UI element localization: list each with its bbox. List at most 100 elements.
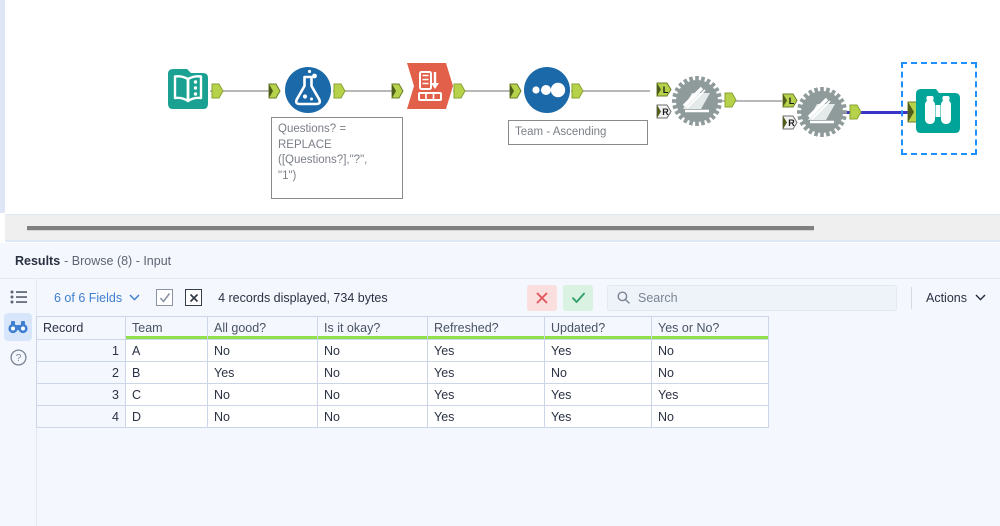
cell-record: 4 xyxy=(36,406,126,428)
wire-join1-to-join2[interactable] xyxy=(713,100,782,102)
tool-input-data[interactable] xyxy=(165,66,211,112)
tool-formula[interactable] xyxy=(284,66,332,114)
results-panel: Results - Browse (8) - Input xyxy=(0,243,1000,526)
port-join2-output[interactable] xyxy=(849,104,862,120)
svg-text:L: L xyxy=(663,85,669,95)
svg-text:R: R xyxy=(662,107,669,117)
search-input[interactable]: Search xyxy=(607,284,897,311)
table-row[interactable]: 4 D No No Yes Yes No xyxy=(36,406,769,428)
binoculars-icon xyxy=(8,321,28,334)
rail-button-browse[interactable] xyxy=(4,313,32,341)
column-header-is-it-okay[interactable]: Is it okay? xyxy=(318,316,428,340)
port-select-input[interactable] xyxy=(391,83,404,99)
column-header-team[interactable]: Team xyxy=(126,316,208,340)
actions-label: Actions xyxy=(926,290,967,305)
annotation-sort[interactable]: Team - Ascending xyxy=(508,120,648,145)
chevron-down-icon xyxy=(129,294,140,301)
rail-button-help[interactable]: ? xyxy=(4,343,32,371)
table-header-row: Record Team All good? Is it okay? Refres… xyxy=(36,316,769,340)
join-gear-icon xyxy=(797,87,847,137)
port-formula-input[interactable] xyxy=(268,83,281,99)
cell-all-good: No xyxy=(208,340,318,362)
port-input-data-output[interactable] xyxy=(211,83,224,99)
port-formula-output[interactable] xyxy=(333,83,346,99)
port-join1-input-right[interactable]: R xyxy=(656,104,672,119)
cell-yes-or-no: No xyxy=(652,340,769,362)
fields-selector[interactable]: 6 of 6 Fields xyxy=(54,291,140,305)
cell-refreshed: Yes xyxy=(428,384,545,406)
column-header-refreshed[interactable]: Refreshed? xyxy=(428,316,545,340)
select-icon xyxy=(407,63,453,109)
splitter-top-line xyxy=(5,214,1000,215)
cell-record: 2 xyxy=(36,362,126,384)
column-header-record[interactable]: Record xyxy=(36,316,126,340)
cell-updated: No xyxy=(545,362,652,384)
wire-input-to-formula[interactable] xyxy=(210,90,276,92)
actions-menu-button[interactable]: Actions xyxy=(926,291,986,305)
window-left-edge xyxy=(0,0,5,213)
tool-join-2[interactable] xyxy=(796,86,848,138)
cell-team: C xyxy=(126,384,208,406)
cell-refreshed: Yes xyxy=(428,406,545,428)
tool-select[interactable] xyxy=(404,60,456,112)
cell-yes-or-no: No xyxy=(652,362,769,384)
confirm-selection-button[interactable] xyxy=(563,284,593,311)
splitter-grip-handle[interactable] xyxy=(27,226,814,231)
workflow-canvas[interactable]: Questions? = REPLACE ([Questions?],"?", … xyxy=(5,0,1000,213)
deselect-all-fields-button[interactable] xyxy=(185,289,203,306)
binoculars-icon xyxy=(916,89,960,133)
annotation-formula[interactable]: Questions? = REPLACE ([Questions?],"?", … xyxy=(271,117,403,199)
cancel-selection-button[interactable] xyxy=(527,284,557,311)
port-select-output[interactable] xyxy=(453,83,466,99)
cell-all-good: Yes xyxy=(208,362,318,384)
results-grid-container[interactable]: Record Team All good? Is it okay? Refres… xyxy=(36,316,1000,526)
table-row[interactable]: 3 C No No Yes Yes Yes xyxy=(36,384,769,406)
results-subtitle: - Browse (8) - Input xyxy=(64,253,172,268)
port-join1-output[interactable] xyxy=(724,92,737,108)
cell-refreshed: Yes xyxy=(428,362,545,384)
rail-button-list[interactable] xyxy=(4,283,32,311)
port-join2-input-left[interactable]: L xyxy=(782,93,798,108)
cell-yes-or-no: Yes xyxy=(652,384,769,406)
results-title: Results xyxy=(15,253,61,268)
cell-all-good: No xyxy=(208,384,318,406)
wire-sort-to-join1[interactable] xyxy=(571,90,650,92)
port-join1-input-left[interactable]: L xyxy=(656,82,672,97)
tool-join-1[interactable] xyxy=(671,75,723,127)
cell-refreshed: Yes xyxy=(428,340,545,362)
wire-join2-to-browse[interactable] xyxy=(838,111,911,114)
port-join2-input-right[interactable]: R xyxy=(782,115,798,130)
list-icon xyxy=(10,290,27,304)
column-header-all-good[interactable]: All good? xyxy=(208,316,318,340)
wire-formula-to-select[interactable] xyxy=(333,90,400,92)
wire-select-to-sort[interactable] xyxy=(453,90,515,92)
record-count-label: 4 records displayed, 734 bytes xyxy=(218,290,388,305)
column-header-yes-or-no[interactable]: Yes or No? xyxy=(652,316,769,340)
table-row[interactable]: 2 B Yes No Yes No No xyxy=(36,362,769,384)
selection-marquee-browse xyxy=(901,62,977,155)
cell-is-it-okay: No xyxy=(318,406,428,428)
cell-team: A xyxy=(126,340,208,362)
tool-sort[interactable] xyxy=(523,66,571,114)
chevron-down-icon xyxy=(975,294,986,301)
cell-updated: Yes xyxy=(545,406,652,428)
port-sort-output[interactable] xyxy=(571,83,584,99)
panel-splitter[interactable] xyxy=(5,213,1000,242)
cell-is-it-okay: No xyxy=(318,340,428,362)
cell-team: B xyxy=(126,362,208,384)
cell-is-it-okay: No xyxy=(318,362,428,384)
svg-text:L: L xyxy=(789,96,795,106)
search-icon xyxy=(617,291,630,304)
column-header-updated[interactable]: Updated? xyxy=(545,316,652,340)
cell-yes-or-no: No xyxy=(652,406,769,428)
tool-browse[interactable] xyxy=(912,85,964,137)
toolbar-divider xyxy=(911,286,912,309)
table-row[interactable]: 1 A No No Yes Yes No xyxy=(36,340,769,362)
port-sort-input[interactable] xyxy=(509,83,522,99)
select-all-fields-button[interactable] xyxy=(156,289,174,306)
cell-is-it-okay: No xyxy=(318,384,428,406)
splitter-bottom-line xyxy=(5,240,1000,242)
cell-updated: Yes xyxy=(545,340,652,362)
results-panel-header: Results - Browse (8) - Input xyxy=(0,243,1000,279)
fields-selector-label: 6 of 6 Fields xyxy=(54,290,123,305)
